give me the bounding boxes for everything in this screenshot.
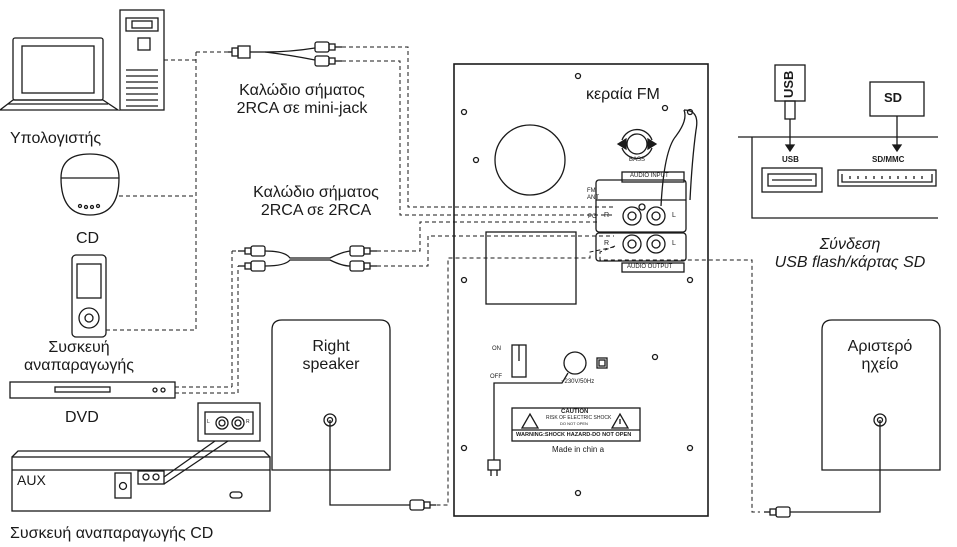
switch-off-label: OFF [490, 374, 502, 380]
dvd-player-icon [9, 381, 176, 399]
right-speaker-icon [271, 319, 391, 471]
input-l-label: L [672, 212, 676, 219]
switch-on-label: ON [492, 346, 501, 352]
caution-line1: RISK OF ELECTRIC SHOCK [546, 415, 612, 421]
made-in-label: Made in chin a [552, 445, 605, 454]
usb-stick-label: USB [781, 70, 796, 98]
voltage-label: ~230V/50Hz [561, 379, 595, 385]
output-r-label: R [604, 240, 610, 247]
dvd-label: DVD [65, 409, 99, 426]
cd-player-icon [60, 153, 120, 216]
rca-l-label: L [207, 419, 210, 425]
audio-output-label: AUDIO OUTPUT [627, 264, 673, 270]
caution-title: CAUTION [561, 409, 589, 415]
caution-line2: DO NOT OPEN [560, 421, 588, 426]
audio-input-label: AUDIO INPUT [630, 173, 669, 179]
warning-label: WARNING:SHOCK HAZARD-DO NOT OPEN [516, 432, 632, 438]
cd-player-label: Συσκευή αναπαραγωγής CD [10, 525, 214, 542]
pc-label: PC [588, 214, 597, 220]
usb-port-label: USB [782, 155, 799, 164]
media-player-icon [71, 254, 107, 338]
cd-label: CD [76, 230, 100, 247]
subwoofer-back-panel [453, 63, 709, 517]
computer-label: Υπολογιστής [10, 130, 102, 147]
left-speaker-label: Αριστερό ηχείο [847, 338, 913, 374]
rca-r-label: R [246, 419, 250, 425]
right-speaker-label: Right speaker [302, 338, 360, 374]
output-l-label: L [672, 240, 676, 247]
input-r-label: R [604, 212, 610, 219]
sd-card-label: SD [884, 90, 903, 105]
cable-mini-jack-icon [228, 41, 342, 67]
fm-antenna-label: κεραία FM [586, 86, 660, 103]
bass-label: BASS [629, 157, 646, 163]
cable-rca-label: Καλώδιο σήματος 2RCA σε 2RCA [253, 184, 379, 220]
cd-player-aux-icon [11, 402, 271, 512]
sd-slot-label: SD/MMC [872, 155, 905, 164]
cable-mini-jack-label: Καλώδιο σήματος 2RCA σε mini-jack [236, 82, 368, 118]
cable-rca-icon [238, 245, 377, 272]
fm-ant-label: FM ANT [587, 188, 599, 201]
usb-sd-caption: Σύνδεση USB flash/κάρτας SD [774, 236, 926, 272]
left-speaker-icon [821, 319, 941, 471]
connection-lines [106, 46, 760, 513]
media-player-label: Συσκευή αναπαραγωγής [23, 339, 134, 375]
usb-sd-panel [738, 64, 938, 219]
computer-icon [0, 9, 165, 111]
aux-label: AUX [17, 472, 46, 488]
speaker-wires [329, 420, 881, 518]
